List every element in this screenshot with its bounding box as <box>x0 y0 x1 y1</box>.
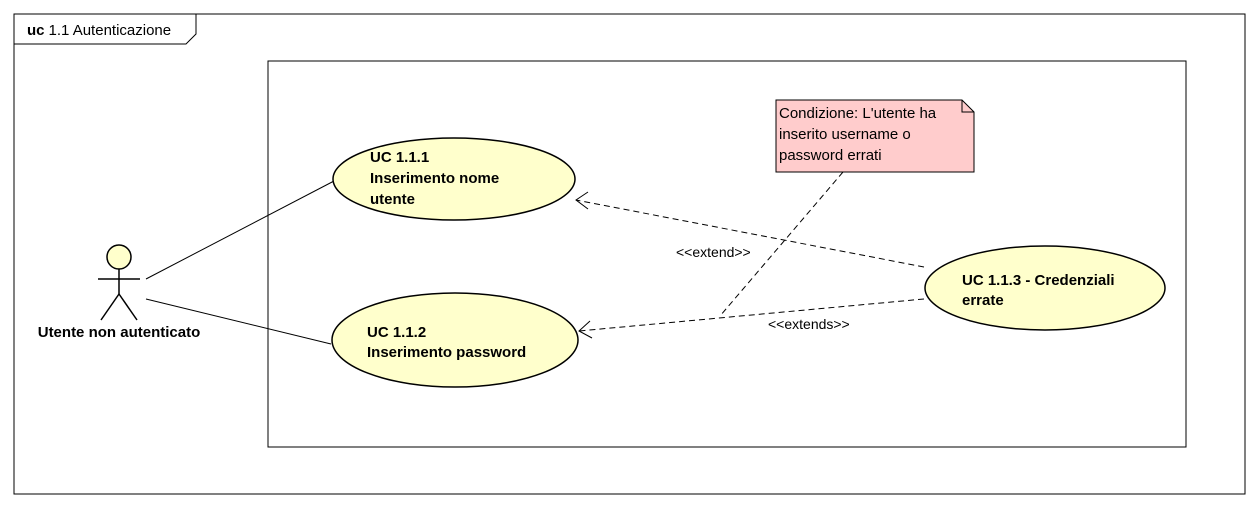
note-fold <box>961 100 974 113</box>
actor-head <box>106 244 132 270</box>
extend-label: <<extend>> <box>676 244 751 260</box>
condition-note <box>775 99 975 173</box>
extends-line <box>578 298 925 332</box>
frame-tab <box>13 13 197 45</box>
association-line <box>145 180 335 280</box>
actor-label: Utente non autenticato <box>38 324 201 341</box>
use-case-1-1-2[interactable]: UC 1.1.2 Inserimento password <box>331 292 579 388</box>
extend-line <box>575 199 925 268</box>
extends-label: <<extends>> <box>768 316 850 332</box>
actor-left-leg <box>100 293 120 321</box>
use-case-ellipse <box>924 245 1166 331</box>
note-anchor-line <box>719 171 844 317</box>
actor-right-leg <box>118 293 138 321</box>
extend-arrowhead <box>575 191 589 210</box>
note-text: Condizione: L'utente ha inserito usernam… <box>779 105 940 164</box>
actor-utente[interactable]: Utente non autenticato <box>38 244 201 341</box>
use-case-1-1-3[interactable]: UC 1.1.3 - Credenziali errate <box>924 245 1166 331</box>
association-line <box>145 298 332 345</box>
use-case-ellipse <box>332 137 576 221</box>
use-case-ellipse <box>331 292 579 388</box>
extends-arrowhead <box>578 320 593 339</box>
use-case-label: UC 1.1.2 Inserimento password <box>367 324 526 361</box>
use-case-1-1-1[interactable]: UC 1.1.1 Inserimento nome utente <box>332 137 576 221</box>
use-case-label: UC 1.1.3 - Credenziali errate <box>962 272 1119 309</box>
use-case-label: UC 1.1.1 Inserimento nome utente <box>370 149 503 208</box>
